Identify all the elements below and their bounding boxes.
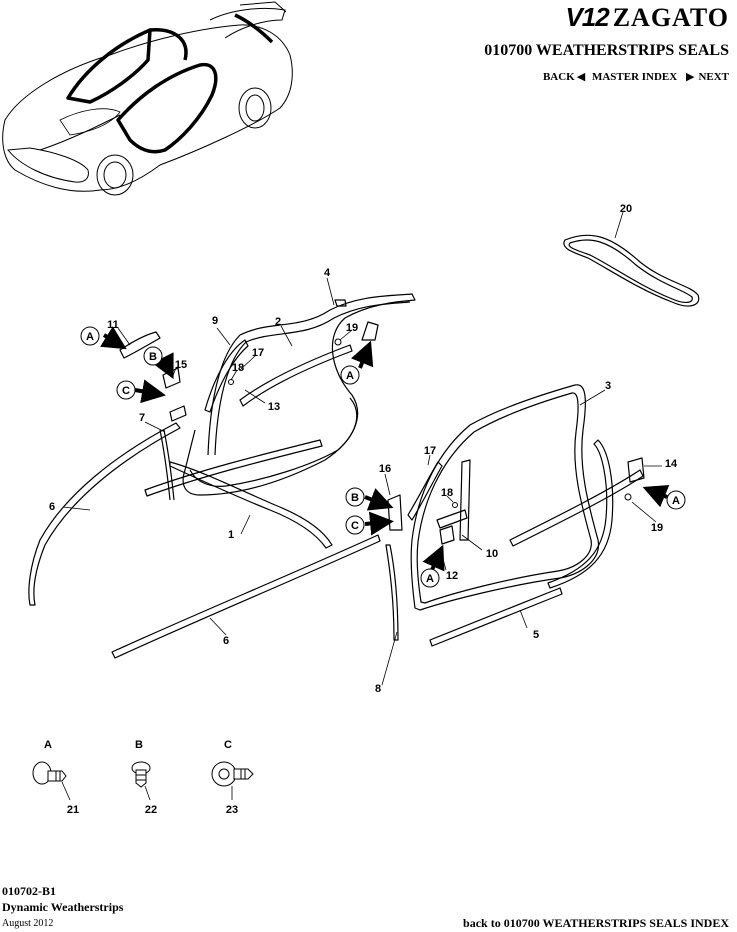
callout-7: 7 <box>139 412 145 424</box>
clip-fastener-icon <box>32 761 67 785</box>
callout-1: 1 <box>228 529 234 541</box>
svg-text:A: A <box>346 370 354 382</box>
callout-5: 5 <box>533 629 539 641</box>
callout-15: 15 <box>175 359 187 371</box>
key-a-circle-front: A <box>80 326 100 346</box>
callout-18-front: 18 <box>232 362 244 374</box>
section-title: 010700 WEATHERSTRIPS SEALS <box>484 42 729 59</box>
screw-fastener-icon <box>131 761 151 788</box>
car-seal-highlights <box>66 13 274 154</box>
diagram-code: 010702-B1 <box>2 884 56 898</box>
svg-text:A: A <box>86 331 94 343</box>
svg-text:A: A <box>426 573 434 585</box>
next-link[interactable]: NEXT <box>698 71 729 83</box>
callout-20: 20 <box>620 203 632 215</box>
svg-text:B: B <box>351 492 359 504</box>
svg-text:C: C <box>351 520 359 532</box>
callout-11: 11 <box>107 319 119 331</box>
callout-2: 2 <box>275 316 281 328</box>
master-index-link[interactable]: MASTER INDEX <box>591 71 678 83</box>
callout-4: 4 <box>324 267 331 279</box>
car-illustration <box>2 1 293 196</box>
callout-10: 10 <box>486 548 498 560</box>
callout-3: 3 <box>605 380 611 392</box>
back-arrow-icon: ◀ <box>576 71 586 83</box>
legend-part-21: 21 <box>67 804 79 816</box>
body-opening-seals <box>28 293 416 659</box>
callout-16: 16 <box>379 463 391 475</box>
small-fittings <box>228 338 632 508</box>
legend-part-23: 23 <box>226 804 238 816</box>
fastener-legend: A B C 21 22 23 <box>32 739 254 816</box>
callout-8: 8 <box>375 683 381 695</box>
fastener-key-circles: A B C A B C A A <box>80 326 686 588</box>
door-seal-assembly <box>407 384 645 647</box>
callout-9: 9 <box>212 315 218 327</box>
callout-19-door: 19 <box>651 522 663 534</box>
legend-part-22: 22 <box>145 804 157 816</box>
callout-13: 13 <box>268 401 280 413</box>
key-b-circle-front: B <box>143 346 163 366</box>
key-b-circle-pillar: B <box>345 487 365 507</box>
key-a-circle-rear: A <box>666 490 686 510</box>
part-callouts: 1 2 3 4 5 6 6 7 8 9 10 11 12 13 14 15 16… <box>49 203 678 695</box>
svg-text:A: A <box>672 495 680 507</box>
key-a-circle-door: A <box>420 568 440 588</box>
next-arrow-icon: ▶ <box>685 71 695 83</box>
back-to-index-link[interactable]: back to 010700 WEATHERSTRIPS SEALS INDEX <box>463 916 729 930</box>
diagram-date: August 2012 <box>2 918 54 929</box>
back-link[interactable]: BACK <box>542 71 575 83</box>
callout-17-door: 17 <box>424 445 436 457</box>
key-c-circle-front: C <box>116 380 136 400</box>
legend-letter-c: C <box>224 739 232 751</box>
key-a-circle-pillar: A <box>340 365 360 385</box>
callout-19-front: 19 <box>346 322 358 334</box>
leader-lines <box>62 211 662 686</box>
part-20-seal-loop <box>563 234 700 307</box>
callout-6-lower: 6 <box>223 635 229 647</box>
svg-text:C: C <box>122 385 130 397</box>
exploded-parts-diagram: 1 2 3 4 5 6 6 7 8 9 10 11 12 13 14 15 16… <box>2 1 700 816</box>
svg-text:B: B <box>149 351 157 363</box>
key-c-circle-pillar: C <box>345 515 365 535</box>
brand-name: ZAGATO <box>612 3 729 32</box>
callout-6-upper: 6 <box>49 501 55 513</box>
callout-14: 14 <box>665 458 678 470</box>
diagram-name: Dynamic Weatherstrips <box>2 900 124 914</box>
legend-letter-b: B <box>135 739 143 751</box>
washer-bolt-icon <box>211 761 254 787</box>
callout-18-door: 18 <box>441 487 453 499</box>
callout-12: 12 <box>446 570 458 582</box>
callout-17-front: 17 <box>252 347 264 359</box>
navigation-bar: BACK◀ MASTER INDEX ▶NEXT <box>543 70 729 83</box>
v12-mark: V12 <box>565 2 609 32</box>
fastener-arrows <box>100 326 670 572</box>
legend-letter-a: A <box>44 739 52 751</box>
